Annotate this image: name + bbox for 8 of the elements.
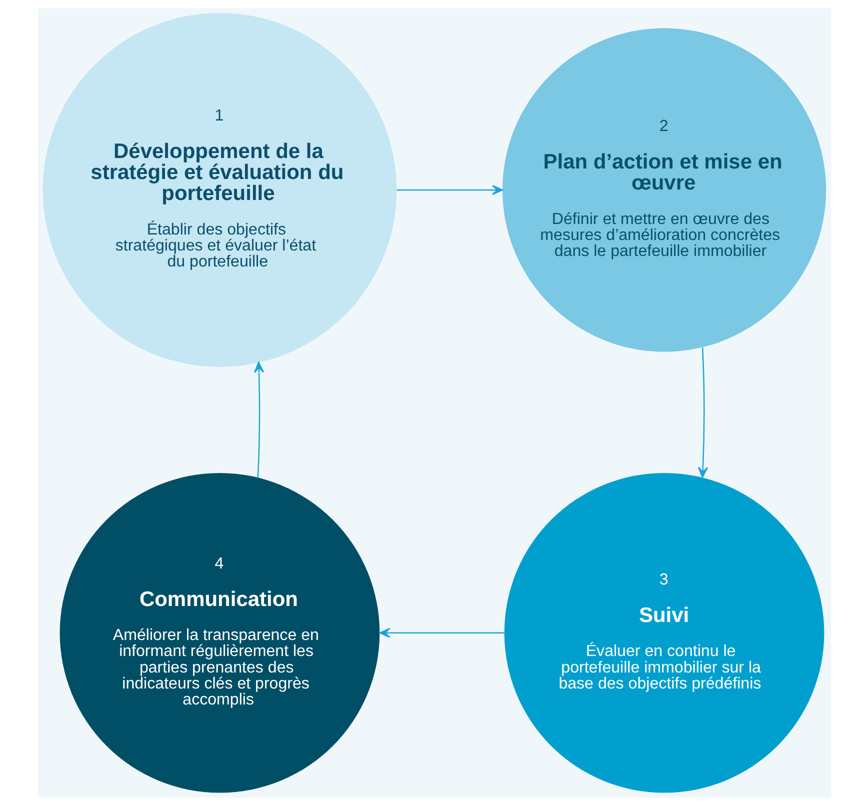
node-circle: 1 Développement de la stratégie et évaluation du portefeuille Établir des objectifs stratégiques et évaluer l’état du portefeuille: [42, 13, 396, 367]
node-circle: 4 Communication Améliorer la transparence en informant régulièrement les parties prenantes des indicateurs clés et progrès accomplis: [59, 472, 380, 793]
arrow: [396, 184, 502, 196]
arrow: [697, 347, 708, 478]
arrow: [378, 628, 504, 638]
node-circle: 3 Suivi Évaluer en continu le portefeuille immobilier sur la base des objectifs prédéfinis: [504, 472, 824, 793]
node-circle: 2 Plan d’action et mise en œuvre Définir et mettre en œuvre des mesures d’amélioration concrètes dans le partefeuille immobilier: [502, 28, 826, 352]
arrow: [253, 362, 264, 478]
